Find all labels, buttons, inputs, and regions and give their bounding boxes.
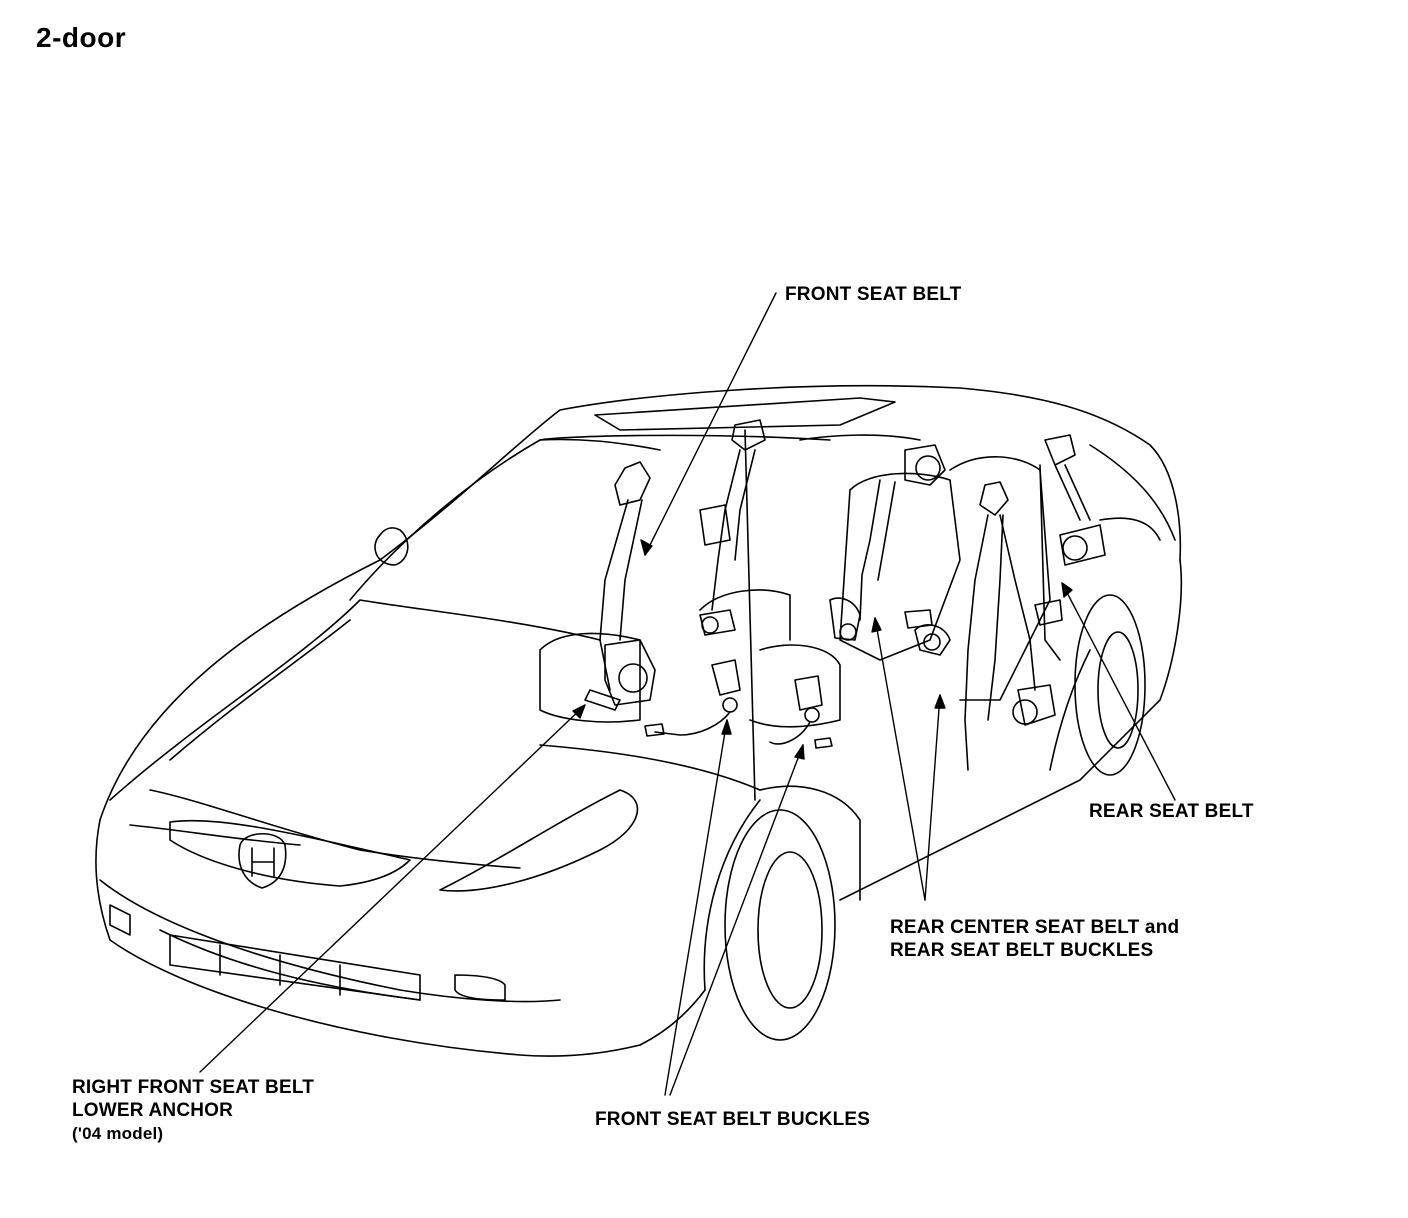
rear-center-buckles: [904, 609, 951, 656]
car-body: [95, 384, 1183, 1057]
rear-right-seat-belt: [1034, 434, 1106, 661]
callout-line-2: REAR SEAT BELT BUCKLES: [890, 940, 1154, 961]
seats: [539, 456, 1051, 728]
page-title: 2-door: [36, 22, 127, 53]
callout-line-2: LOWER ANCHOR: [72, 1100, 234, 1121]
callout-rear-center-seat-belt: REAR CENTER SEAT BELT and REAR SEAT BELT…: [890, 916, 1179, 962]
callout-line-3: ('04 model): [72, 1124, 164, 1143]
front-right-seat-belt: [699, 419, 766, 636]
rear-left-seat-belt: [829, 444, 946, 641]
callout-label: FRONT SEAT BELT: [785, 284, 962, 305]
callout-right-front-lower-anchor: RIGHT FRONT SEAT BELT LOWER ANCHOR ('04 …: [72, 1076, 314, 1145]
callout-front-seat-belt-buckles: FRONT SEAT BELT BUCKLES: [595, 1108, 870, 1131]
callout-line-1: RIGHT FRONT SEAT BELT: [72, 1077, 315, 1098]
callout-rear-seat-belt: REAR SEAT BELT: [1089, 800, 1254, 823]
front-left-seat-belt: [584, 461, 656, 711]
callout-label: REAR SEAT BELT: [1089, 801, 1254, 822]
callout-front-seat-belt: FRONT SEAT BELT: [785, 283, 961, 306]
callout-label: FRONT SEAT BELT BUCKLES: [595, 1109, 871, 1130]
callout-line-1: REAR CENTER SEAT BELT and: [890, 917, 1180, 938]
leader-lines: [199, 292, 1176, 1096]
front-buckles-hardware: [644, 659, 833, 749]
rear-right-center-belt: [964, 481, 1056, 771]
